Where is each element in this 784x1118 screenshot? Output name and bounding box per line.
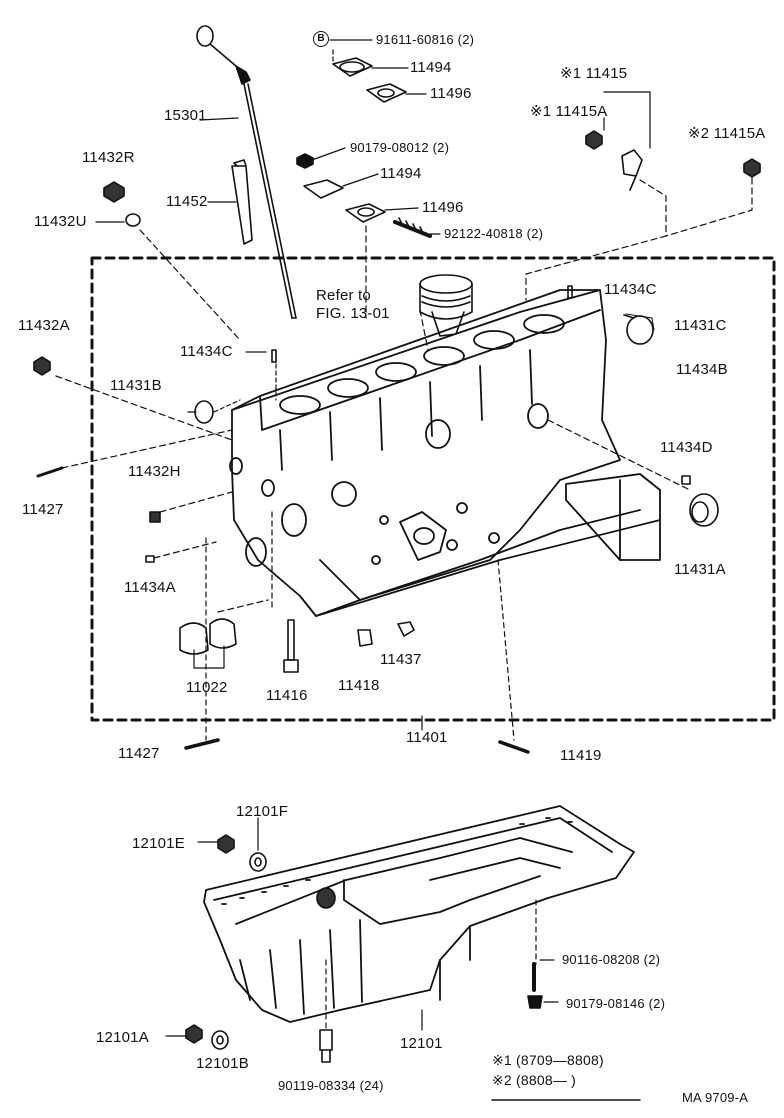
label-11401: 11401 [406, 729, 448, 746]
label-90119-08334: 90119-08334 (24) [278, 1078, 384, 1093]
water-plate-gaskets-top [296, 57, 432, 238]
bolt-b-marker-icon: B [313, 31, 329, 47]
label-92122-40818: 92122-40818 (2) [444, 226, 544, 241]
label-11427-left: 11427 [22, 501, 64, 518]
diagram-code: MA 9709-A [682, 1090, 749, 1105]
label-90179-08012: 90179-08012 (2) [350, 140, 450, 155]
label-11434D: 11434D [660, 439, 713, 456]
label-15301: 15301 [164, 107, 207, 124]
label-11494-upper: 11494 [410, 59, 452, 76]
label-11431C: 11431C [674, 317, 727, 334]
label-11496-upper: 11496 [430, 85, 472, 102]
label-11452: 11452 [166, 193, 208, 210]
label-11431A: 11431A [674, 561, 726, 578]
label-11415A-2: ※2 11415A [688, 125, 766, 142]
figure-reference: FIG. 13-01 [316, 305, 390, 322]
label-11432R: 11432R [82, 149, 135, 166]
label-12101A: 12101A [96, 1029, 149, 1046]
label-90179-08146: 90179-08146 (2) [566, 996, 666, 1011]
label-12101F: 12101F [236, 803, 289, 820]
label-11494-lower: 11494 [380, 165, 422, 182]
refer-text: Refer to [316, 287, 371, 304]
label-11437: 11437 [380, 651, 422, 668]
label-90116-08208: 90116-08208 (2) [562, 952, 661, 967]
label-11434B: 11434B [676, 361, 728, 378]
label-91611-60816: 91611-60816 (2) [376, 32, 475, 47]
label-11432A: 11432A [18, 317, 70, 334]
dipstick [196, 25, 297, 319]
label-11022: 11022 [186, 679, 228, 696]
label-11418: 11418 [338, 677, 380, 694]
block-assembly-frame [90, 256, 776, 722]
leader-lines-top [311, 39, 441, 235]
dipstick-guide [231, 159, 253, 245]
cylinder-block [229, 289, 661, 617]
label-12101E: 12101E [132, 835, 185, 852]
piston [419, 274, 473, 337]
legend-1: ※1 (8709—8808) [492, 1052, 604, 1068]
label-11434C-left: 11434C [180, 343, 233, 360]
label-11432U: 11432U [34, 213, 87, 230]
label-11431B: 11431B [110, 377, 162, 394]
label-12101B: 12101B [196, 1055, 249, 1072]
label-11415A-1: ※1 11415A [530, 103, 608, 120]
label-11419: 11419 [560, 747, 602, 764]
legend-2: ※2 (8808— ) [492, 1072, 576, 1088]
label-11434A: 11434A [124, 579, 176, 596]
label-11432H: 11432H [128, 463, 181, 480]
label-11496-lower: 11496 [422, 199, 464, 216]
label-11415: ※1 11415 [560, 65, 628, 82]
oil-pan [203, 805, 635, 1023]
label-11434C-right: 11434C [604, 281, 657, 298]
camshaft-bearings [179, 599, 269, 669]
label-11416: 11416 [266, 687, 308, 704]
label-12101: 12101 [400, 1035, 443, 1052]
label-11427-bottom: 11427 [118, 745, 160, 762]
